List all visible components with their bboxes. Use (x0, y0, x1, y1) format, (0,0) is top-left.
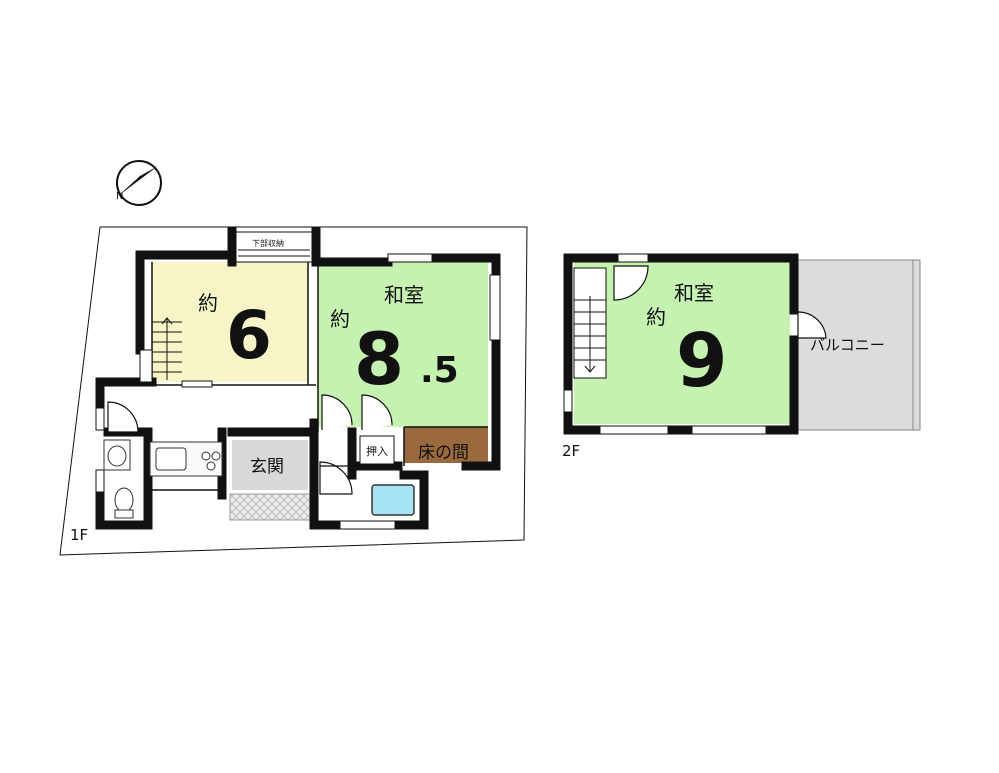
washitsu-85-name: 和室 (384, 283, 424, 307)
kitchen-counter (149, 441, 223, 477)
washitsu-85-size-dec: .5 (420, 350, 459, 391)
stove-burner-icon (201, 451, 211, 461)
bathtub (371, 484, 415, 516)
site-boundary (59, 226, 528, 556)
washbasin-icon (107, 445, 127, 467)
toilet-icon (114, 487, 134, 513)
tokonoma-fill (404, 427, 488, 463)
washitsu-85-size-int: 8 (354, 317, 404, 401)
washitsu-85-prefix: 約 (330, 307, 350, 331)
tokonoma-label: 床の間 (418, 443, 469, 463)
compass-needle-icon (118, 166, 158, 196)
genkan-label: 玄関 (250, 457, 284, 477)
doors-1f (107, 394, 393, 495)
oshiire-label: 押入 (366, 444, 388, 458)
washitsu-85-fill (318, 262, 488, 427)
toilet-fixtures (103, 439, 134, 519)
stairs-1f (139, 317, 182, 383)
washitsu-9-fill (574, 262, 790, 424)
balcony-label: バルコニー (810, 336, 885, 354)
room-6jo-size: 6 (226, 297, 272, 374)
oshiire-box (359, 435, 395, 465)
washitsu-9-name: 和室 (674, 281, 714, 305)
doors-2f (613, 265, 827, 339)
sink-icon (155, 447, 187, 471)
compass-north-letter: N (116, 191, 123, 202)
washitsu-9-size: 9 (676, 318, 728, 404)
genkan-fill (232, 440, 308, 490)
compass: N (116, 160, 162, 206)
windows-2f (563, 253, 767, 435)
floor-2-label: 2F (562, 442, 580, 460)
floor-2: 和室 約 9 バルコニー 2F (562, 253, 921, 460)
walls-2f (563, 253, 799, 435)
windows-1f (95, 253, 501, 530)
room-6jo-prefix: 約 (198, 291, 218, 315)
stairs-2f (573, 267, 607, 379)
washitsu-9-prefix: 約 (646, 305, 666, 329)
storage-label: 下部収納 (252, 238, 284, 248)
floor-1-label: 1F (70, 526, 88, 544)
floor-1: 下部収納 (59, 226, 528, 556)
entrance-porch (229, 493, 311, 521)
